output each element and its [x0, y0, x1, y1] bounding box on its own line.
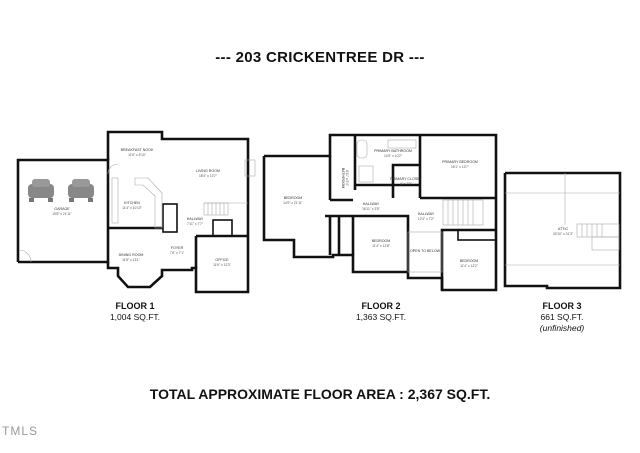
room-dims: 11'8" x 8'10"	[128, 153, 147, 157]
room-label: LIVING ROOM	[196, 169, 220, 173]
floor-label: FLOOR 1	[115, 301, 155, 311]
floor-area: 1,363 SQ.FT.	[355, 312, 407, 322]
room-dims: 14'5" x 10'2"	[384, 154, 403, 158]
kitchen-counter-side	[111, 177, 119, 224]
floor-3-plan: ATTIC 30'10" x 31'3"	[503, 171, 622, 290]
room-dims: 16'11" x 3'5"	[362, 207, 381, 211]
floor-label: FLOOR 3	[542, 301, 582, 311]
floor-3-caption: FLOOR 3 661 SQ.FT. (unfinished)	[492, 301, 632, 334]
room-dims: 30'10" x 31'3"	[553, 232, 574, 236]
room-label: BREAKFAST NOOK	[121, 148, 154, 152]
total-floor-area: TOTAL APPROXIMATE FLOOR AREA : 2,367 SQ.…	[149, 386, 491, 402]
room-dims: 11'4" x 12'2"	[460, 264, 479, 268]
room-label: PRIMARY CLOSET	[390, 177, 422, 181]
fireplace-icon	[244, 159, 256, 177]
room-label: OFFICE	[215, 258, 229, 262]
floor-2-caption: FLOOR 2 1,363 SQ.FT.	[311, 301, 451, 323]
floor-1-caption: FLOOR 1 1,004 SQ.FT.	[65, 301, 205, 323]
room-label: KITCHEN	[124, 201, 140, 205]
room-dims: 7'11" x 7'7"	[187, 222, 204, 226]
room-dims: 6' x 7'0"	[400, 182, 412, 186]
room-dims: 12'4" x 7'2"	[418, 217, 435, 221]
mls-logo: TMLS	[2, 424, 39, 438]
door-swing-icon	[107, 163, 119, 175]
room-dims: 11'4" x 12'8"	[372, 244, 391, 248]
room-label: BATHROOM	[341, 168, 345, 189]
shower-icon	[358, 165, 374, 183]
closet-wall	[391, 163, 420, 198]
kitchen-counter	[134, 177, 163, 229]
floor-2-walls	[262, 133, 498, 292]
room-dims: 11'6" x 12'3"	[213, 263, 232, 267]
door-swing-icon	[18, 249, 32, 263]
room-label: DINING ROOM	[119, 253, 144, 257]
stairs-icon	[576, 223, 620, 251]
room-dims: 8'11" x 5'4"	[345, 170, 349, 187]
room-label: BEDROOM	[460, 259, 479, 263]
property-address-title: --- 203 CRICKENTREE DR ---	[215, 49, 425, 66]
vanity-icon	[387, 139, 417, 149]
powder-room	[162, 203, 178, 233]
floor-area: 1,004 SQ.FT.	[109, 312, 161, 322]
room-label: PRIMARY BATHROOM	[374, 149, 412, 153]
car-icon	[68, 179, 94, 202]
room-dims: 18'4" x 13'7"	[199, 174, 218, 178]
room-label: HALLWAY	[418, 212, 435, 216]
room-label: HALLWAY	[363, 202, 380, 206]
floor-label: FLOOR 2	[361, 301, 401, 311]
closet	[212, 219, 233, 237]
room-label: OPEN TO BELOW	[410, 249, 441, 253]
open-to-below-area	[407, 231, 443, 273]
room-label: GARAGE	[54, 207, 70, 211]
garage-walls	[16, 158, 110, 264]
room-dims: 11'4" x 10'10"	[122, 206, 142, 210]
room-label: ATTIC	[558, 227, 569, 231]
room-dims: 7'6" x 7'1"	[170, 251, 185, 255]
car-icon	[28, 179, 54, 202]
attic-walls	[503, 171, 622, 290]
room-label: BEDROOM	[284, 196, 303, 200]
bathtub-icon	[356, 139, 368, 159]
room-dims: 11'8" x 13'1"	[122, 258, 141, 262]
room-label: PRIMARY BEDROOM	[442, 160, 478, 164]
room-label: BEDROOM	[372, 239, 391, 243]
floor-1-walls	[106, 130, 250, 294]
floor-1-plan: BREAKFAST NOOK 11'8" x 8'10" LIVING ROOM…	[16, 130, 256, 294]
room-dims: 14'9" x 21'11"	[283, 201, 303, 205]
floor-note: (unfinished)	[539, 323, 585, 333]
stairs-icon	[203, 202, 229, 216]
stairs-icon	[442, 199, 484, 226]
floor-2-plan: PRIMARY BATHROOM 14'5" x 10'2" PRIMARY B…	[262, 133, 498, 292]
room-dims: 16'1" x 13'7"	[451, 165, 470, 169]
room-label: FOYER	[171, 246, 184, 250]
room-dims: 19'8" x 21'11"	[52, 212, 72, 216]
hallway-wall	[325, 214, 410, 272]
room-label: HALLWAY	[187, 217, 204, 221]
floor-area: 661 SQ.FT.	[540, 312, 584, 322]
closet	[457, 229, 497, 241]
